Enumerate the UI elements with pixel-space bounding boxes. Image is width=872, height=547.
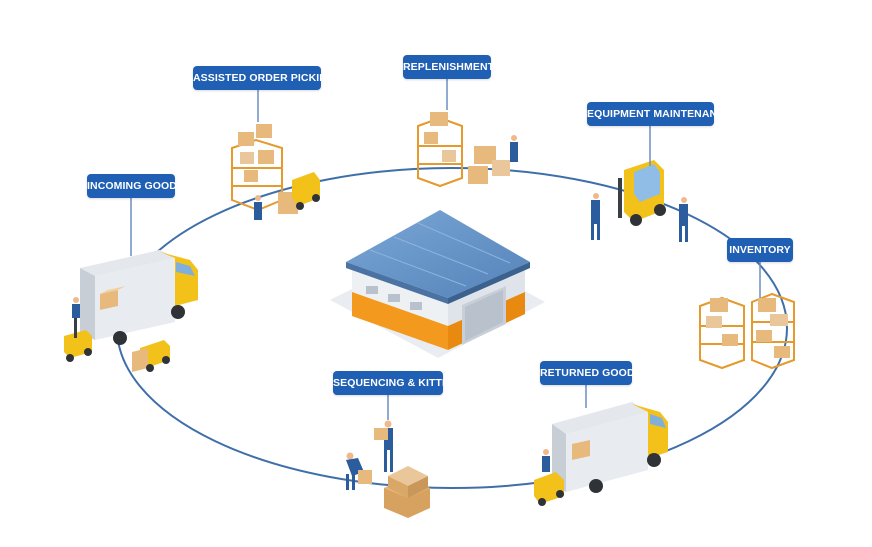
delivery-truck-icon — [80, 250, 198, 345]
label-replenishment: REPLENISHMENT — [403, 55, 494, 79]
label-incoming-goods: INCOMING GOODS — [87, 174, 184, 198]
forklift-icon — [591, 160, 688, 242]
shelving-rack-icon — [699, 292, 795, 370]
shelving-rack-icon — [231, 124, 320, 220]
delivery-truck-icon — [552, 402, 668, 493]
workers-boxes-icon — [346, 420, 430, 518]
label-returned-goods: RETURNED GOODS — [540, 361, 642, 385]
warehouse-icon — [330, 210, 545, 358]
forklift-icon — [64, 297, 92, 362]
label-sequencing-kitting: SEQUENCING & KITTING — [333, 371, 461, 395]
shelving-rack-icon — [417, 112, 518, 188]
label-assisted-order-picking: ASSISTED ORDER PICKING — [193, 66, 335, 90]
forklift-icon — [132, 340, 170, 372]
label-equipment-maintenance: EQUIPMENT MAINTENANCE — [587, 102, 732, 126]
label-inventory: INVENTORY — [727, 238, 793, 262]
forklift-icon — [534, 449, 564, 506]
